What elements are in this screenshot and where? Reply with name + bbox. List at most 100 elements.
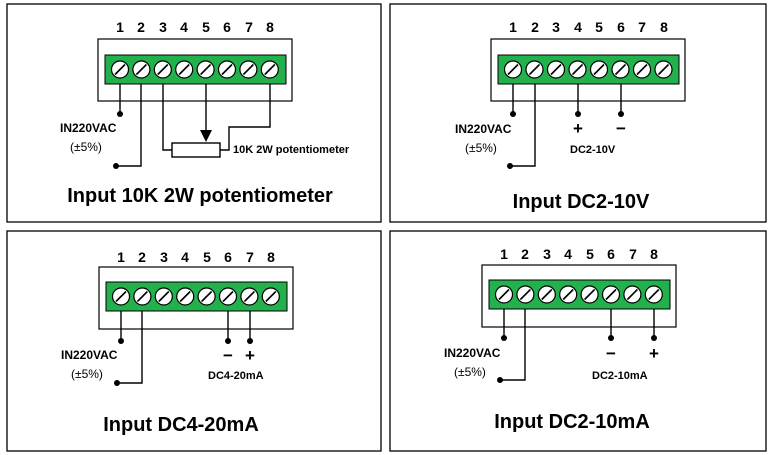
terminal-number: 8 xyxy=(660,19,668,35)
terminal-number: 8 xyxy=(267,249,275,265)
power-label: IN220VAC xyxy=(455,122,512,136)
terminal-numbers: 1 2 3 4 5 6 7 8 xyxy=(509,19,668,35)
screw-terminal-icon xyxy=(632,60,652,79)
screw-terminal-icon xyxy=(261,287,280,306)
power-label: IN220VAC xyxy=(61,348,118,362)
screw-terminal-icon xyxy=(516,285,535,304)
terminal-number: 5 xyxy=(595,19,603,35)
signal-label: DC2-10mA xyxy=(592,370,648,382)
terminal-block xyxy=(105,281,288,312)
power-tolerance: (±5%) xyxy=(71,367,103,381)
potentiometer-icon xyxy=(171,84,221,158)
plus-sign: + xyxy=(573,119,583,138)
potentiometer-label: 10K 2W potentiometer xyxy=(233,144,350,156)
wire-end-terminal-1 xyxy=(118,338,124,344)
terminal-number: 7 xyxy=(638,19,646,35)
terminal-number: 2 xyxy=(138,249,146,265)
terminal-numbers: 1 2 3 4 5 6 7 8 xyxy=(117,249,275,265)
wire-terminal-2 xyxy=(119,311,143,384)
terminal-number: 3 xyxy=(552,19,560,35)
terminal-number: 3 xyxy=(160,249,168,265)
wire-end-terminal-1 xyxy=(501,335,507,341)
screw-terminals xyxy=(503,60,673,79)
signal-label: DC4-20mA xyxy=(208,370,264,382)
screw-terminal-icon xyxy=(503,60,523,79)
power-label: IN220VAC xyxy=(444,346,501,360)
screw-terminal-icon xyxy=(559,285,578,304)
panel-potentiometer: 1 2 3 4 5 6 7 8 IN220VAC (±5%) 10K 2W po… xyxy=(6,3,382,223)
minus-sign: − xyxy=(616,119,626,138)
panel-caption: Input DC4-20mA xyxy=(103,414,259,436)
wire-end-terminal-2 xyxy=(114,380,120,386)
wire-terminal-2 xyxy=(502,309,526,381)
signal-label: DC2-10V xyxy=(570,144,616,156)
power-tolerance: (±5%) xyxy=(465,141,497,155)
wire-end-terminal-4 xyxy=(575,111,581,117)
terminal-block xyxy=(488,279,671,310)
terminal-number: 4 xyxy=(180,19,188,35)
screw-terminal-icon xyxy=(175,60,194,79)
terminal-number: 7 xyxy=(629,246,637,262)
screw-terminal-icon xyxy=(494,285,514,304)
wire-end-terminal-7 xyxy=(247,338,253,344)
screw-terminal-icon xyxy=(611,60,630,79)
terminal-block xyxy=(104,54,287,85)
screw-terminal-icon xyxy=(239,60,258,79)
terminal-numbers: 1 2 3 4 5 6 7 8 xyxy=(500,246,658,262)
screw-terminal-icon xyxy=(654,60,673,79)
wire-end-terminal-2 xyxy=(507,163,513,169)
wire-end-terminal-2 xyxy=(497,377,503,383)
screw-terminal-icon xyxy=(644,285,663,304)
minus-sign: − xyxy=(606,344,616,363)
terminal-number: 6 xyxy=(617,19,625,35)
terminal-number: 6 xyxy=(607,246,615,262)
screw-terminal-icon xyxy=(623,285,642,304)
plus-sign: + xyxy=(245,346,255,365)
panel-caption: Input 10K 2W potentiometer xyxy=(67,185,333,207)
wire-end-terminal-1 xyxy=(510,111,516,117)
screw-terminal-icon xyxy=(217,60,237,79)
screw-terminals xyxy=(110,60,279,79)
screw-terminal-icon xyxy=(176,287,195,306)
panel-caption: Input DC2-10mA xyxy=(494,411,650,433)
screw-terminal-icon xyxy=(537,285,556,304)
terminal-number: 7 xyxy=(246,249,254,265)
terminal-number: 4 xyxy=(574,19,582,35)
screw-terminal-icon xyxy=(580,285,599,304)
wire-terminal-2 xyxy=(512,84,536,167)
wire-end-terminal-6 xyxy=(618,111,624,117)
plus-sign: + xyxy=(649,344,659,363)
screw-terminal-icon xyxy=(153,60,172,79)
terminal-number: 3 xyxy=(159,19,167,35)
terminal-number: 8 xyxy=(650,246,658,262)
terminal-number: 3 xyxy=(543,246,551,262)
terminal-number: 5 xyxy=(586,246,594,262)
power-tolerance: (±5%) xyxy=(454,365,486,379)
power-tolerance: (±5%) xyxy=(70,140,102,154)
screw-terminal-icon xyxy=(154,287,173,306)
wire-end-terminal-6 xyxy=(225,338,231,344)
wire-end-terminal-8 xyxy=(651,335,657,341)
screw-terminal-icon xyxy=(197,287,216,306)
minus-sign: − xyxy=(223,346,233,365)
terminal-block xyxy=(497,54,680,85)
terminal-number: 5 xyxy=(203,249,211,265)
screw-terminals xyxy=(111,287,280,306)
wire-end-terminal-2 xyxy=(113,163,119,169)
screw-terminal-icon xyxy=(260,60,279,79)
terminal-number: 7 xyxy=(245,19,253,35)
wire-terminal-8 xyxy=(220,84,271,151)
panel-dc2-10ma: 1 2 3 4 5 6 7 8 IN220VAC (±5%) + − DC2-1… xyxy=(389,230,767,452)
screw-terminal-icon xyxy=(196,60,215,79)
terminal-number: 2 xyxy=(521,246,529,262)
wire-terminal-2 xyxy=(118,84,142,167)
screw-terminal-icon xyxy=(525,60,544,79)
terminal-number: 4 xyxy=(181,249,189,265)
terminal-number: 2 xyxy=(137,19,145,35)
screw-terminal-icon xyxy=(132,60,151,79)
terminal-number: 1 xyxy=(509,19,517,35)
screw-terminals xyxy=(494,285,663,304)
terminal-number: 1 xyxy=(500,246,508,262)
terminal-number: 1 xyxy=(117,249,125,265)
terminal-numbers: 1 2 3 4 5 6 7 8 xyxy=(116,19,274,35)
